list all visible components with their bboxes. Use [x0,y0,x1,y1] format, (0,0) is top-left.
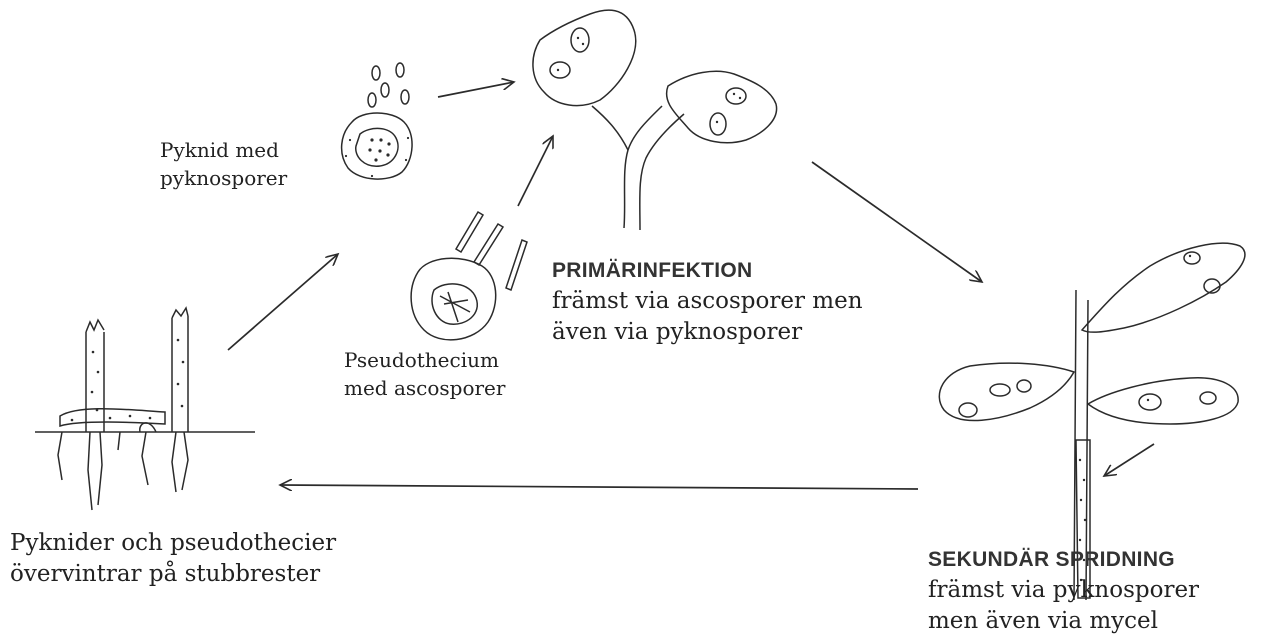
secondary-spread-line-2: men även via mycel [928,606,1199,637]
pseudothecium-drawing [411,212,527,340]
overwinter-label-line-2: övervintrar på stubbrester [10,559,336,590]
secondary-spread-label: SEKUNDÄR SPRIDNING främst via pyknospore… [928,545,1199,637]
overwinter-label: Pyknider och pseudothecier övervintrar p… [10,528,336,590]
secondary-spread-heading: SEKUNDÄR SPRIDNING [928,545,1199,575]
arrow-pycnidium-to-seedling [438,82,514,97]
pseudothecium-label-line-1: Pseudothecium [344,346,505,374]
pycnidium-drawing [342,63,412,179]
pycnidium-label-line-2: pyknosporer [160,164,287,192]
pycnidium-label-line-1: Pyknid med [160,136,287,164]
secondary-spread-line-1: främst via pyknosporer [928,575,1199,606]
pycnidium-label: Pyknid med pyknosporer [160,136,287,192]
arrow-pseudothecium-to-seedling [518,136,553,206]
primary-infection-label: PRIMÄRINFEKTION främst via ascosporer me… [552,256,863,348]
arrow-plant-to-stubble [280,485,918,489]
pseudothecium-label: Pseudothecium med ascosporer [344,346,505,402]
arrow-stubble-to-pycnidium [228,254,338,350]
pseudothecium-label-line-2: med ascosporer [344,374,505,402]
stubble-drawing [35,308,255,510]
primary-seedling-drawing [533,10,777,230]
arrow-leaf-to-stem [1104,444,1154,476]
primary-infection-heading: PRIMÄRINFEKTION [552,256,863,286]
primary-infection-line-2: även via pyknosporer [552,317,863,348]
primary-infection-line-1: främst via ascosporer men [552,286,863,317]
overwinter-label-line-1: Pyknider och pseudothecier [10,528,336,559]
